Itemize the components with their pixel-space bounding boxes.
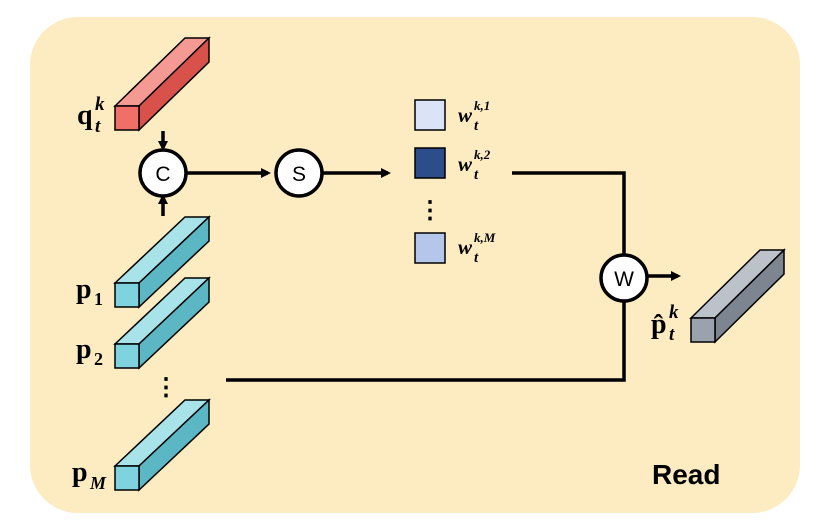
weights-ellipsis: ⋮ (418, 198, 442, 224)
weight-label-1: w k,1 t (458, 97, 494, 134)
memory-label-m-sub: M (89, 473, 107, 493)
read-panel (30, 17, 800, 513)
query-label-sup: k (95, 94, 105, 115)
memory-block-2 (113, 276, 211, 370)
memory-block-m (113, 398, 211, 492)
weight-label-m-base: w (458, 235, 473, 259)
weights-to-weightedsum-line (512, 171, 626, 254)
weight-label-1-base: w (458, 103, 473, 127)
memory-label-2-base: p (76, 334, 92, 365)
memory-label-1-sub: 1 (94, 289, 103, 309)
weighted-sum-node-circle (599, 253, 649, 303)
memory-label-m-base: p (72, 457, 88, 488)
concat-node-label: C (155, 163, 170, 186)
memory-label-2-sub: 2 (94, 349, 103, 369)
weight-square-m (414, 232, 446, 264)
memory-ellipsis: ⋮ (154, 375, 178, 401)
softmax-node-label: S (292, 163, 306, 186)
softmax-node: S (274, 148, 324, 198)
output-label-sup: k (669, 302, 679, 323)
concat-node-circle (138, 148, 188, 198)
memory-block-m-front (114, 465, 140, 491)
weight-label-2: w k,2 t (458, 146, 494, 183)
memory-label-1: p 1 (76, 274, 103, 309)
panel-title: Read (652, 459, 720, 490)
weight-label-1-sub: t (474, 118, 479, 134)
output-block (689, 248, 786, 344)
memory-block-1 (113, 215, 211, 309)
weight-label-m-sub: t (474, 250, 479, 266)
query-block (113, 36, 211, 132)
weight-label-m: w k,M t (458, 229, 499, 266)
concat-node: C (138, 148, 188, 198)
memory-label-2: p 2 (76, 334, 103, 369)
memory-label-1-base: p (76, 274, 92, 305)
weight-label-2-base: w (458, 152, 473, 176)
weight-label-m-sup: k,M (474, 230, 496, 245)
output-block-front (690, 317, 716, 343)
query-block-front (114, 105, 140, 131)
weight-label-1-sup: k,1 (474, 98, 490, 113)
weight-label-2-sup: k,2 (474, 147, 491, 162)
query-label-sub: t (95, 116, 101, 137)
softmax-node-circle (274, 148, 324, 198)
memory-block-2-front (114, 343, 140, 369)
output-label-sub: t (669, 324, 675, 345)
weight-square-2 (414, 147, 446, 179)
memory-to-weightedsum-line (226, 302, 626, 382)
output-label: p̂ k t (651, 302, 683, 345)
query-label-base: q (77, 100, 93, 131)
memory-label-m: p M (72, 457, 107, 493)
query-label: q k t (77, 94, 109, 137)
weight-label-2-sub: t (474, 167, 479, 183)
weighted-sum-node-label: W (614, 268, 634, 291)
weighted-sum-node: W (599, 253, 649, 303)
weight-square-1 (414, 99, 446, 131)
output-label-base: p̂ (651, 309, 667, 340)
memory-block-1-front (114, 282, 140, 308)
